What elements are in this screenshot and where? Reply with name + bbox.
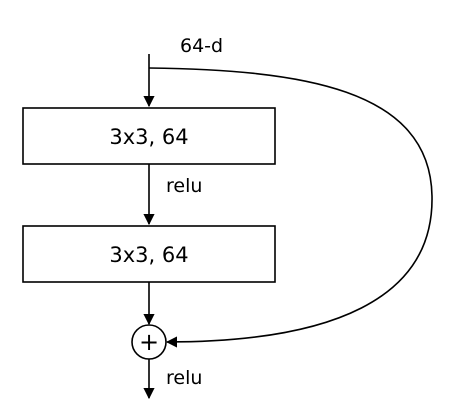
- output-activation-label: relu: [166, 367, 202, 389]
- sum-node: +: [131, 324, 167, 360]
- weight-layer-2-label: 3x3, 64: [109, 243, 188, 267]
- sum-symbol: +: [139, 328, 159, 356]
- weight-layer-1-label: 3x3, 64: [109, 125, 188, 149]
- mid-activation-label: relu: [166, 175, 202, 197]
- weight-layer-1: 3x3, 64: [22, 107, 276, 165]
- identity-shortcut-arrow: [148, 67, 433, 348]
- input-dimension-label: 64-d: [180, 35, 223, 57]
- weight-layer-2: 3x3, 64: [22, 225, 276, 283]
